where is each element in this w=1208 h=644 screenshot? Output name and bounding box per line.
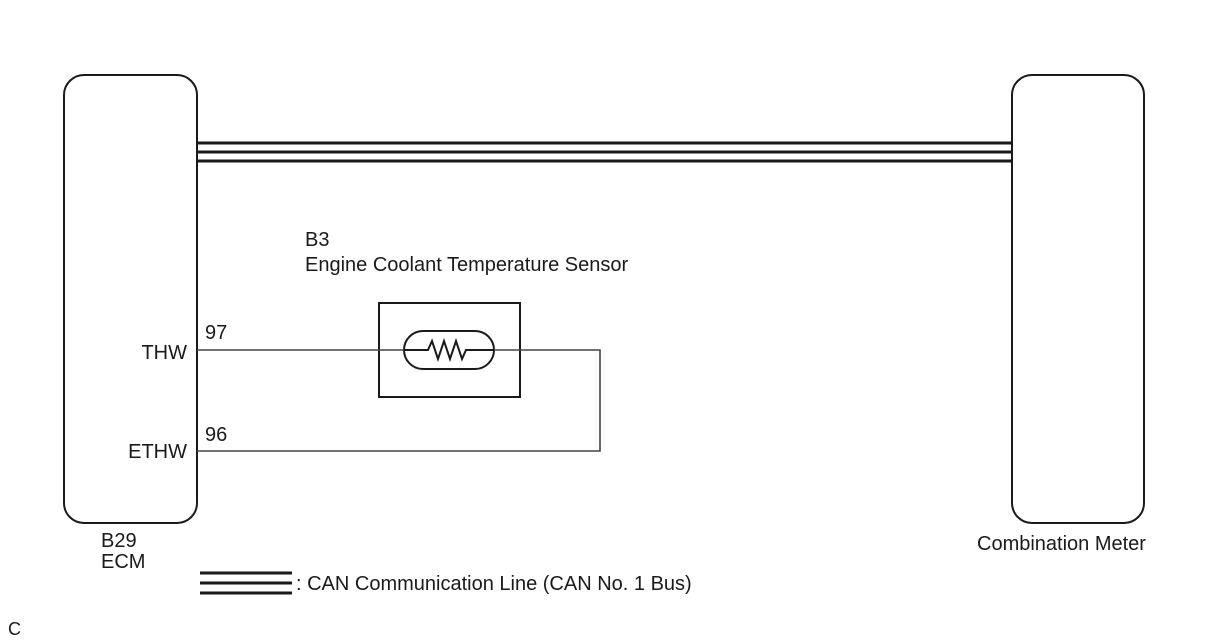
ecm-code: B29: [101, 530, 137, 552]
terminal-thw: THW: [141, 342, 187, 364]
pin-97: 97: [205, 322, 228, 344]
combination-meter-label: Combination Meter: [977, 533, 1146, 555]
wire-ethw: [197, 349, 601, 452]
sensor-name: Engine Coolant Temperature Sensor: [305, 254, 629, 276]
terminal-ethw: ETHW: [128, 441, 187, 463]
sensor-wiring: [197, 349, 601, 452]
legend-line-icon: [200, 571, 292, 595]
ecm-box: [63, 74, 198, 524]
combination-meter-box: [1011, 74, 1145, 524]
ecm-name: ECM: [101, 551, 146, 573]
pin-96: 96: [205, 424, 228, 446]
corner-mark: C: [8, 619, 21, 639]
legend-text: : CAN Communication Line (CAN No. 1 Bus): [296, 573, 692, 595]
sensor-code: B3: [305, 229, 330, 251]
resistor-icon: [404, 337, 494, 363]
can-bus-line: [197, 141, 1012, 163]
